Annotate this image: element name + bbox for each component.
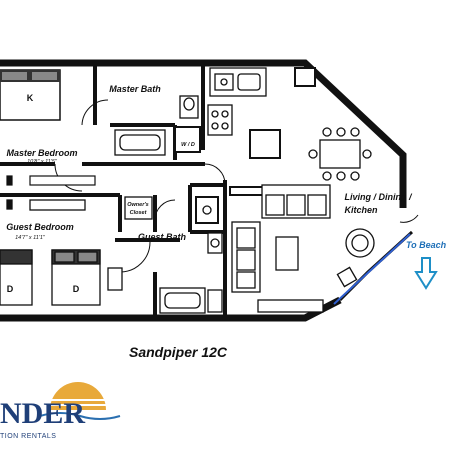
- owners-closet: [124, 196, 153, 220]
- company-logo: NDER TION RENTALS: [0, 382, 121, 440]
- kitchen-fixtures: [207, 67, 316, 196]
- double-bed-1-label: D: [7, 284, 14, 294]
- king-bed: K: [0, 69, 61, 121]
- double-bed-2-label: D: [73, 284, 80, 294]
- window-strip: [333, 233, 411, 305]
- master-bedroom-label: Master Bedroom: [6, 148, 77, 158]
- master-bedroom-furniture: [6, 175, 96, 186]
- guest-bedroom-label: Guest Bedroom: [6, 222, 74, 232]
- interior-walls: [0, 63, 227, 318]
- master-bath-fixtures: [114, 95, 201, 156]
- to-beach-label: To Beach: [406, 240, 447, 250]
- guest-bath-fixtures: [159, 196, 223, 314]
- living-dining-kitchen-label-1: Living / Dining /: [345, 192, 413, 202]
- king-bed-label: K: [27, 93, 34, 103]
- living-furniture: [231, 184, 375, 313]
- beach-arrow-icon: [414, 257, 438, 290]
- logo-tagline: TION RENTALS: [0, 433, 56, 440]
- master-bath-label: Master Bath: [109, 84, 161, 94]
- guest-bedroom-furniture: [0, 199, 123, 306]
- dining-set: [308, 127, 372, 181]
- owners-closet-label-1: Owner's: [127, 202, 148, 208]
- guest-bath-label: Guest Bath: [138, 232, 187, 242]
- guest-bedroom-dimensions: 14'7" x 11'1": [15, 235, 46, 241]
- door-swings: [54, 99, 419, 273]
- washer-dryer-label: W / D: [181, 142, 195, 148]
- owners-closet-label-2: Closet: [130, 210, 148, 216]
- unit-title: Sandpiper 12C: [129, 344, 228, 360]
- master-bedroom-dimensions: 10'8" x 11'5": [27, 159, 58, 165]
- living-dining-kitchen-label-2: Kitchen: [344, 205, 378, 215]
- logo-name: NDER: [0, 397, 85, 430]
